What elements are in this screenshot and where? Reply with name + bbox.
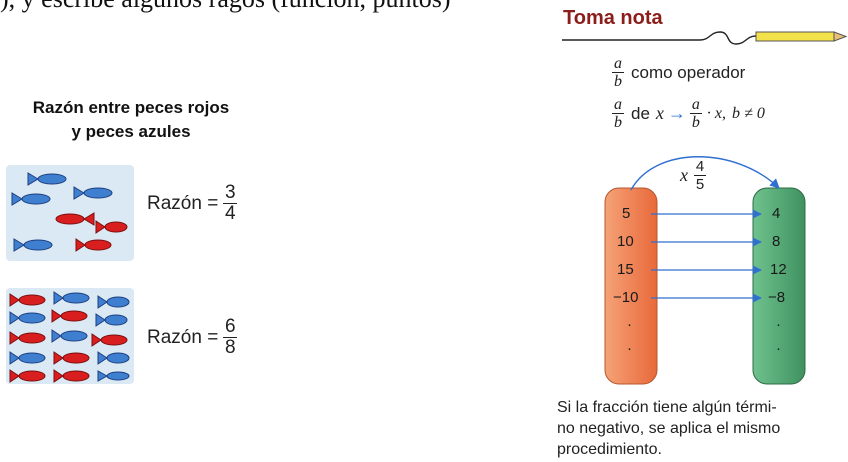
operator-definition: a b de x → a b · x, b ≠ 0 [612,96,765,131]
definition-arrow: → [667,103,686,123]
mapping-label: x 4 5 [680,158,706,193]
ratio-numerator: 3 [225,182,236,203]
footer-line: Si la fracción tiene algún térmi- [557,399,777,416]
ratio-denominator: 4 [225,203,236,224]
domain-ellipsis: · [627,316,632,333]
codomain-value: −8 [768,289,786,306]
domain-value: 15 [617,261,634,278]
ratio-denominator: 8 [225,337,236,358]
definition-times-x: · x, [706,104,727,122]
note-footer-text: Si la fracción tiene algún térmi- no neg… [557,397,848,460]
mapping-denominator: 5 [695,176,705,193]
fish-icon-group [9,291,130,383]
ratio-label: Razón = [147,326,219,348]
definition-fraction-left: a b [612,96,624,131]
pencil-underline-icon [562,31,848,45]
domain-set-pill [604,187,658,385]
note-title: Toma nota [563,7,663,29]
operator-numerator: a [614,55,622,72]
cut-off-heading-text: ), y escribe algunos ragos (función, pun… [0,0,451,14]
ratio-fraction: 3 4 [223,182,238,224]
footer-line: procedimiento. [557,441,662,458]
codomain-value: 12 [770,261,787,278]
operator-fraction: a b [612,55,624,90]
mapping-numerator: 4 [695,158,705,175]
definition-denominator: b [614,114,622,131]
codomain-value: 8 [772,233,781,250]
definition-numerator: a [691,96,700,113]
ratio-label: Razón = [147,192,219,214]
ratio-title-line-2: y peces azules [71,122,191,141]
domain-value: −10 [613,289,639,306]
codomain-value: 4 [772,205,781,222]
domain-value: 5 [622,205,631,222]
mapping-fraction: 4 5 [694,158,706,193]
mapping-arrows [651,209,762,303]
definition-x: x [655,103,664,123]
definition-denominator: b [691,114,700,131]
operator-denominator: b [614,73,622,90]
operator-arc-arrow [630,156,780,191]
ratio-title-line-1: Razón entre peces rojos [32,98,230,117]
definition-fraction-right: a b [689,96,702,131]
codomain-ellipsis: · [776,316,781,333]
ratio-title: Razón entre peces rojos y peces azules [0,96,262,144]
ratio-expression-2: Razón = 6 8 [147,316,238,358]
footer-line: no negativo, se aplica el mismo [557,420,781,437]
fish-icon-group [11,172,128,252]
codomain-ellipsis: · [776,340,781,357]
fish-illustration-2 [6,288,134,384]
ratio-expression-1: Razón = 3 4 [147,182,238,224]
definition-numerator: a [614,96,622,113]
fish-illustration-1 [6,165,134,261]
operator-line: a b como operador [612,55,745,90]
definition-condition: b ≠ 0 [732,104,765,122]
mapping-diagram [604,156,806,385]
domain-ellipsis: · [627,340,632,357]
ratio-fraction: 6 8 [223,316,238,358]
ratio-numerator: 6 [225,316,236,337]
domain-value: 10 [617,233,634,250]
definition-de: de [631,103,650,123]
operator-text: como operador [631,62,746,82]
mapping-times: x [680,165,688,185]
